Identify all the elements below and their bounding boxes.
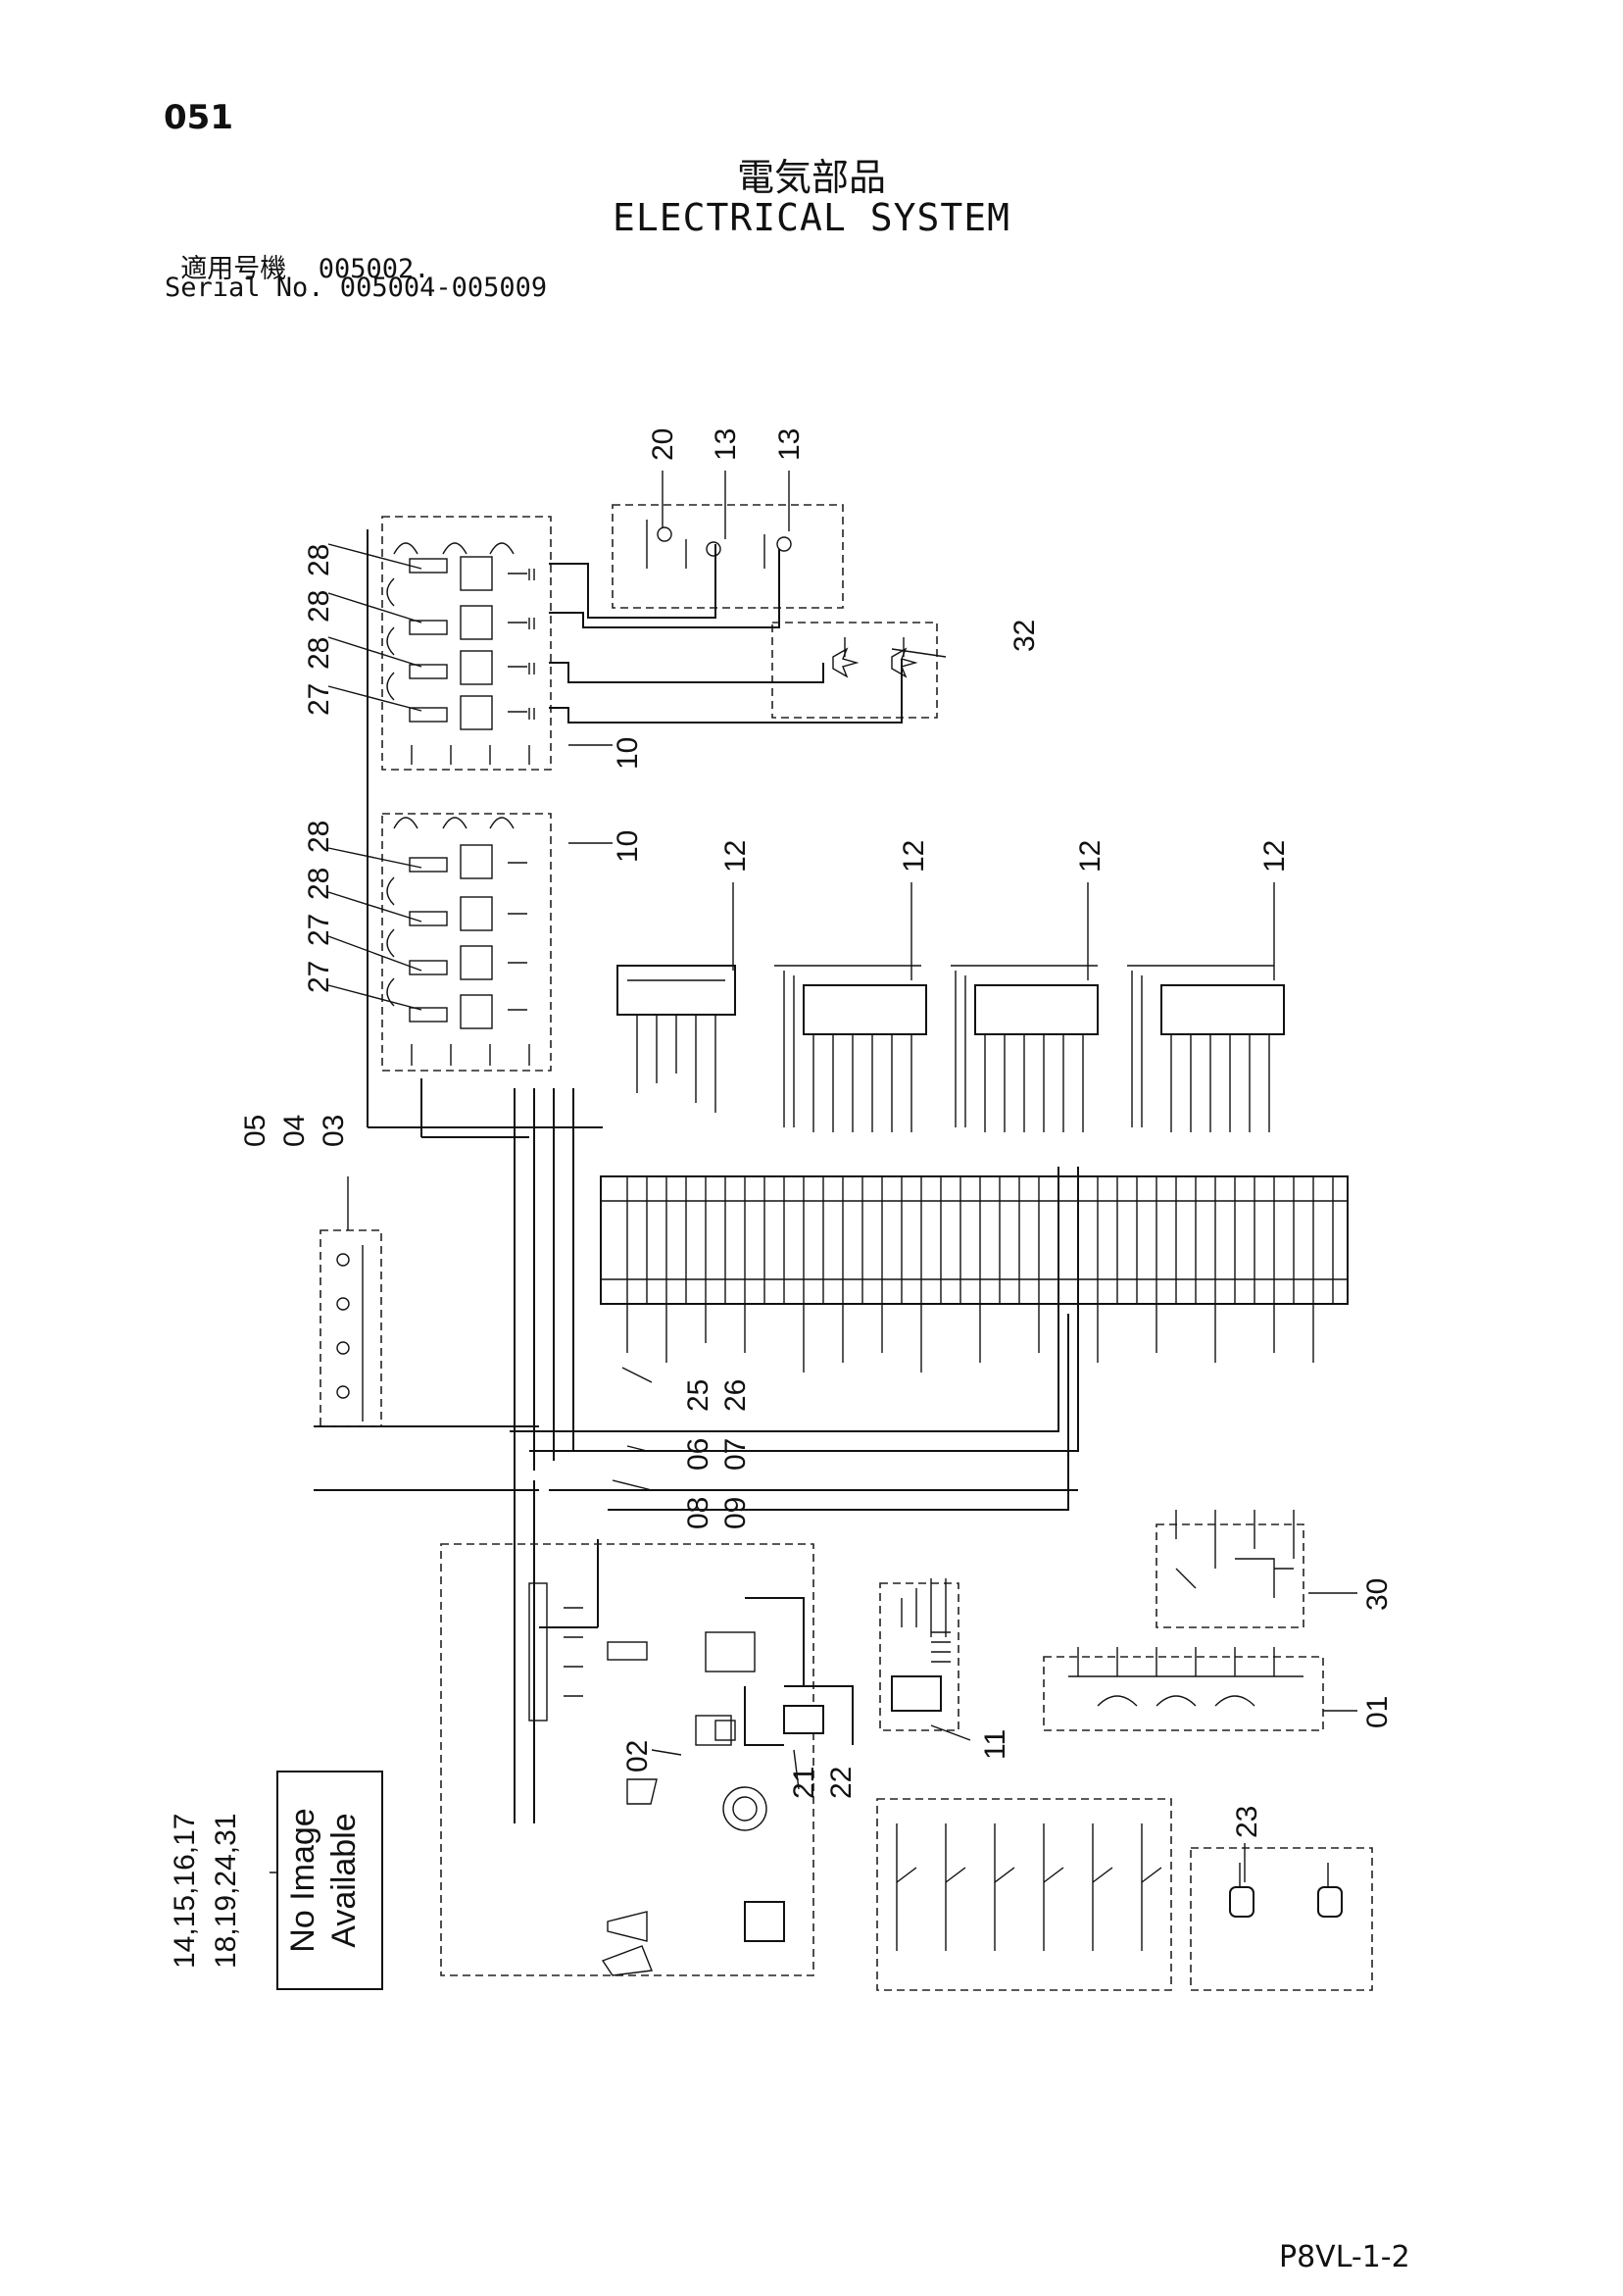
- connector-j3: [774, 965, 927, 1132]
- relay-output-wiring: [549, 544, 903, 724]
- connector-j2: [951, 965, 1099, 1132]
- main-wiring: [314, 529, 1079, 1823]
- callout-13a: 13: [710, 428, 742, 461]
- callout-28b: 28: [303, 590, 335, 623]
- power-box: [879, 1578, 959, 1731]
- callout-32: 32: [1008, 620, 1041, 652]
- footer-page-code: P8VL-1-2: [1279, 2240, 1410, 2274]
- relay-block-lower: [381, 813, 552, 1072]
- callout-28c: 28: [303, 637, 335, 670]
- callout-28d: 28: [303, 821, 335, 853]
- callout-18-31: 18,19,24,31: [210, 1814, 242, 1969]
- callout-06: 06: [682, 1438, 714, 1471]
- callout-27c: 27: [303, 961, 335, 993]
- callout-12a: 12: [719, 840, 752, 873]
- callout-08: 08: [682, 1497, 714, 1529]
- callout-12b: 12: [898, 840, 930, 873]
- callout-21: 21: [788, 1767, 820, 1799]
- alarm-lamp-box: [612, 504, 844, 609]
- callout-30: 30: [1361, 1578, 1394, 1611]
- title-english: ELECTRICAL SYSTEM: [613, 196, 1010, 239]
- fuse-panel: [320, 1229, 382, 1427]
- radio-remote-box: [1043, 1647, 1324, 1731]
- callout-03: 03: [318, 1115, 350, 1147]
- callout-04: 04: [278, 1115, 311, 1147]
- callout-07: 07: [719, 1438, 752, 1471]
- callout-12d: 12: [1258, 840, 1291, 873]
- callout-11: 11: [979, 1729, 1011, 1760]
- callout-10b: 10: [612, 830, 644, 863]
- placeholder-line-1: No Image: [284, 1808, 321, 1952]
- terminal-strip: [600, 1175, 1349, 1373]
- callout-20: 20: [647, 428, 679, 461]
- fan-box: [771, 622, 938, 719]
- sensor-box: [1190, 1847, 1373, 1991]
- no-image-placeholder: No Image Available: [276, 1771, 383, 1990]
- callout-26: 26: [719, 1379, 752, 1412]
- page-number: 051: [164, 98, 233, 137]
- callout-09: 09: [719, 1497, 752, 1529]
- engine-wiring-box: [440, 1543, 814, 1976]
- callout-27a: 27: [303, 683, 335, 716]
- connector-j4: [616, 965, 736, 1113]
- switch-box: [876, 1798, 1172, 1991]
- callout-22: 22: [825, 1767, 858, 1799]
- callout-23: 23: [1231, 1806, 1263, 1838]
- callout-02: 02: [621, 1740, 654, 1772]
- starter-battery: [744, 1597, 854, 1942]
- callout-28e: 28: [303, 868, 335, 900]
- callout-25: 25: [682, 1379, 714, 1412]
- callout-27b: 27: [303, 914, 335, 946]
- relay-block-upper: [381, 516, 552, 771]
- serial-applicable-units: 適用号機 005002.: [165, 254, 430, 284]
- callout-28a: 28: [303, 544, 335, 576]
- title-japanese: 電気部品: [736, 156, 886, 199]
- callout-05: 05: [239, 1115, 271, 1147]
- callout-10a: 10: [612, 737, 644, 770]
- callout-labels: 20 13 13 28 28 28 27 32 10 10 28 28 27 2…: [169, 428, 1394, 1969]
- placeholder-line-2: Available: [325, 1813, 363, 1947]
- remote-cable-box: [1156, 1510, 1304, 1628]
- callout-01: 01: [1361, 1696, 1394, 1728]
- connector-j1: [1127, 965, 1285, 1132]
- callout-12c: 12: [1074, 840, 1107, 873]
- callout-13b: 13: [773, 428, 806, 461]
- serial-number-range: Serial No. 005004-005009: [165, 273, 548, 303]
- callout-14-17: 14,15,16,17: [169, 1814, 201, 1969]
